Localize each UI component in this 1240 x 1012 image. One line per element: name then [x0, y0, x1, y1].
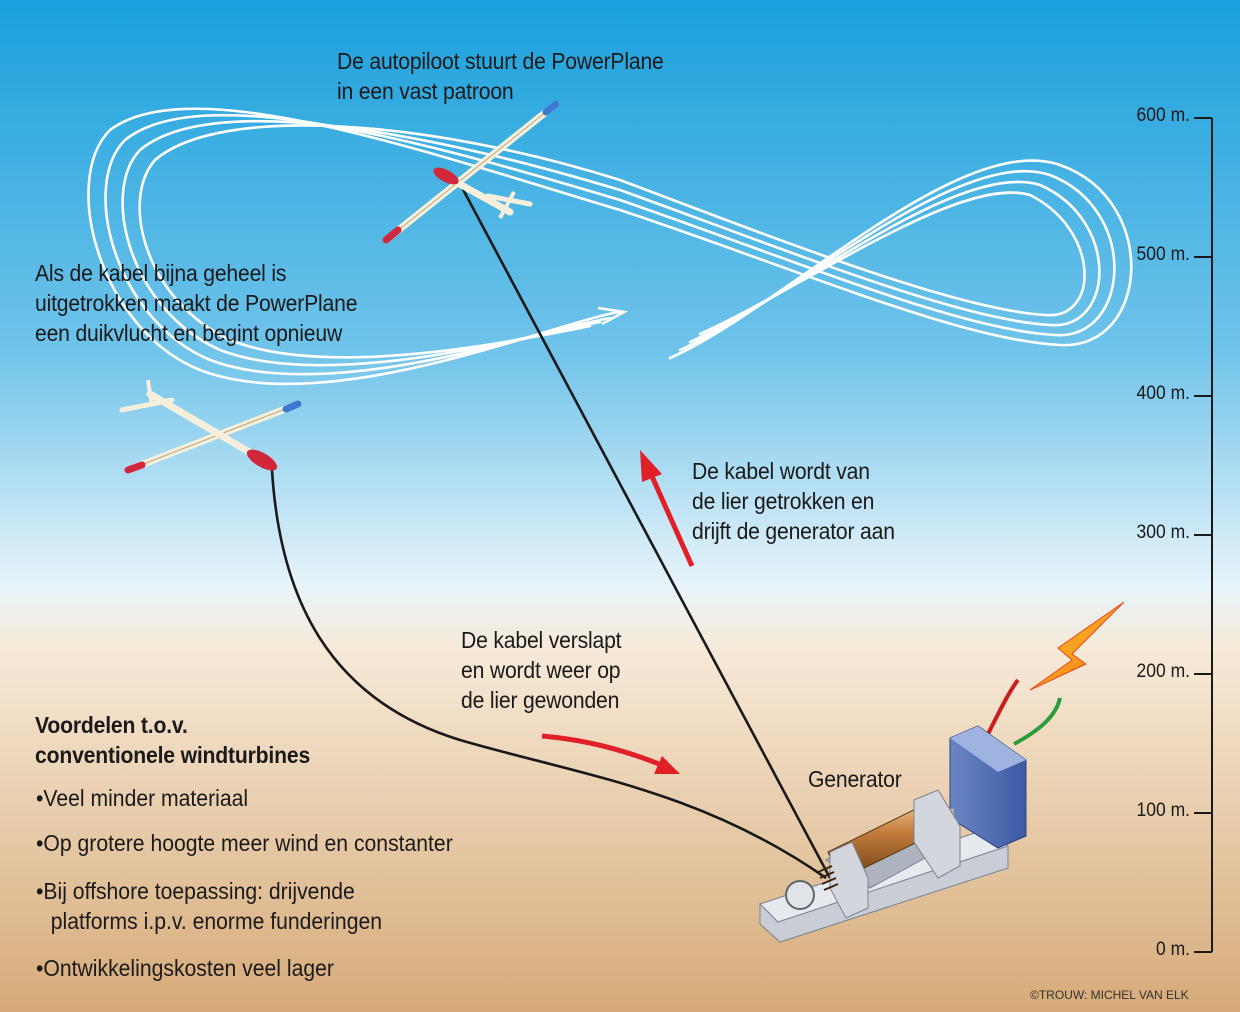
generator-label: Generator	[808, 766, 902, 792]
powerplane-lower	[119, 379, 302, 474]
red-arrow-down	[541, 733, 680, 774]
powerplane-upper	[382, 100, 560, 244]
benefit-item: •Op grotere hoogte meer wind en constant…	[36, 828, 453, 858]
benefit-item: •Veel minder materiaal	[36, 783, 248, 813]
height-tick-label: 400 m.	[1136, 383, 1190, 404]
height-tick-label: 200 m.	[1136, 661, 1190, 682]
cable-slack-label-line: en wordt weer op	[461, 657, 621, 683]
cable-pulled-label-line: de lier getrokken en	[692, 488, 875, 514]
bullet-icon: •	[36, 878, 44, 904]
dive-label-line: uitgetrokken maakt de PowerPlane	[35, 290, 358, 316]
credit-line: ©TROUW: MICHEL VAN ELK	[1030, 988, 1189, 1002]
height-tick-label: 500 m.	[1136, 244, 1190, 265]
benefits-title: Voordelen t.o.v. conventionele windturbi…	[35, 710, 310, 770]
cable-slack-label: De kabel verslapt en wordt weer op de li…	[461, 625, 622, 715]
red-wire	[984, 678, 1020, 739]
dive-label-line: Als de kabel bijna geheel is	[35, 260, 287, 286]
benefits-title-line: Voordelen t.o.v.	[35, 712, 188, 738]
bullet-icon: •	[36, 785, 44, 811]
green-wire	[1013, 697, 1062, 746]
autopilot-label: De autopiloot stuurt de PowerPlane in ee…	[337, 46, 664, 106]
trail-arrowhead	[597, 306, 628, 326]
benefit-item: •Bij offshore toepassing: drijvende plat…	[36, 876, 382, 936]
height-tick-label: 600 m.	[1136, 105, 1190, 126]
height-tick-label: 0 m.	[1156, 939, 1190, 960]
benefit-text: Bij offshore toepassing: drijvende	[43, 878, 355, 904]
flight-path-trails	[87, 107, 1133, 386]
dive-label-line: een duikvlucht en begint opnieuw	[35, 320, 343, 346]
cable-pulled-label-line: De kabel wordt van	[692, 458, 870, 484]
height-tick-label: 300 m.	[1136, 522, 1190, 543]
benefit-item: •Ontwikkelingskosten veel lager	[36, 953, 334, 983]
benefit-text: Op grotere hoogte meer wind en constante…	[43, 830, 453, 856]
benefit-text: platforms i.p.v. enorme funderingen	[50, 908, 383, 934]
generator-assembly	[759, 725, 1027, 943]
dive-label: Als de kabel bijna geheel is uitgetrokke…	[35, 258, 357, 348]
height-scale-axis	[1194, 117, 1213, 953]
autopilot-label-line: in een vast patroon	[337, 78, 514, 104]
benefits-title-line: conventionele windturbines	[35, 742, 311, 768]
bullet-icon: •	[36, 955, 44, 981]
taut-cable	[456, 179, 832, 879]
benefit-text: Veel minder materiaal	[43, 785, 249, 811]
cable-pulled-label: De kabel wordt van de lier getrokken en …	[692, 456, 895, 546]
cable-slack-label-line: De kabel verslapt	[461, 627, 622, 653]
benefit-text: Ontwikkelingskosten veel lager	[43, 955, 334, 981]
lightning-bolt-icon	[1029, 601, 1125, 691]
cable-slack-label-line: de lier gewonden	[461, 687, 620, 713]
red-arrow-up	[640, 450, 695, 568]
height-tick-label: 100 m.	[1136, 800, 1190, 821]
cable-pulled-label-line: drijft de generator aan	[692, 518, 895, 544]
slack-cable	[270, 469, 827, 880]
autopilot-label-line: De autopiloot stuurt de PowerPlane	[337, 48, 664, 74]
bullet-icon: •	[36, 830, 44, 856]
